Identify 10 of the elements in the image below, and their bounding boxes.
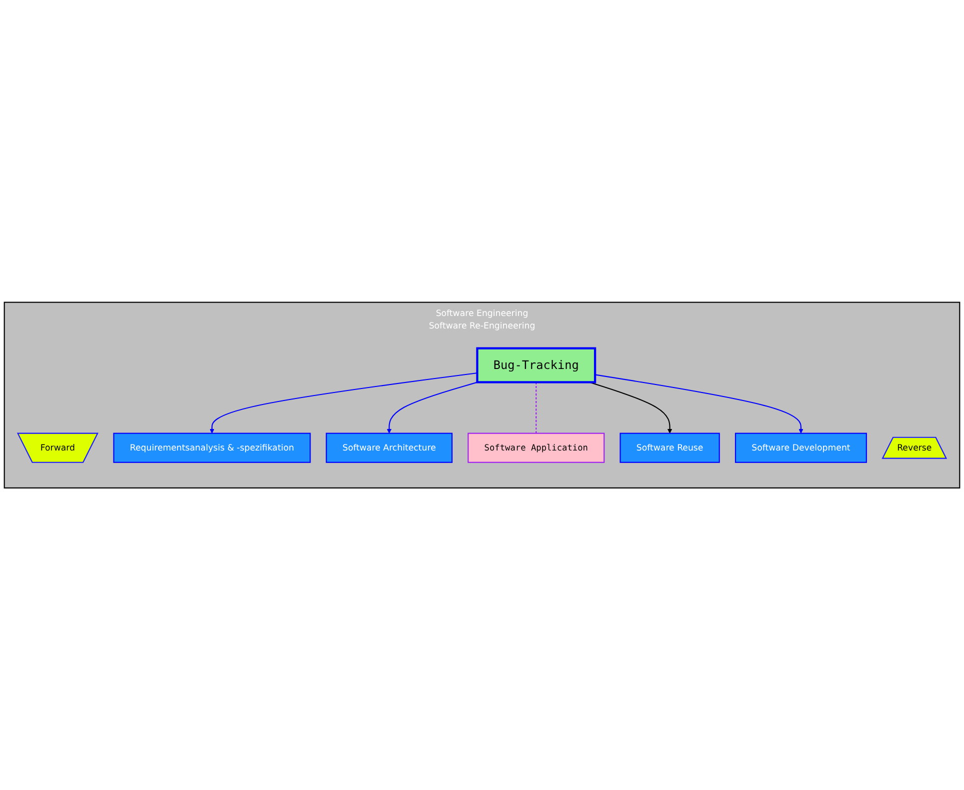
node-box: Bug-Tracking (476, 347, 596, 384)
arrow (210, 372, 478, 434)
connector (536, 382, 537, 434)
node-box: Software Architecture (326, 432, 453, 463)
node-box: Software Reuse (620, 432, 720, 463)
node-box: Software Development (734, 432, 867, 463)
arrow (594, 374, 804, 434)
arrow (386, 382, 478, 434)
node-box: Software Application (468, 432, 605, 463)
node-box: Requirementsanalysis & -spezifikation (113, 432, 311, 463)
